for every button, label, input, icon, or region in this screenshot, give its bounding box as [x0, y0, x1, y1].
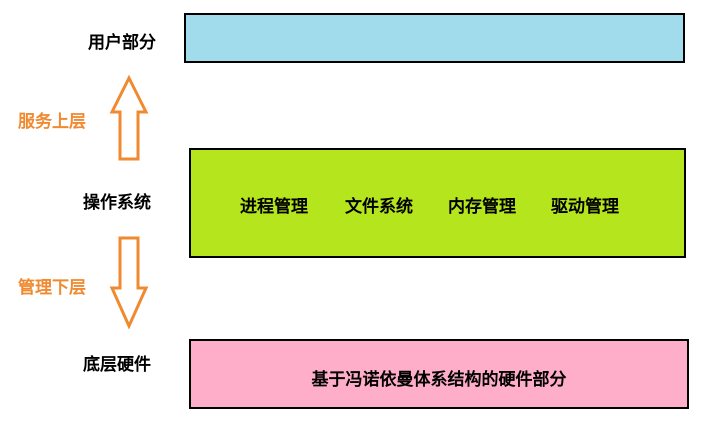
user-layer-box — [184, 13, 685, 63]
manage-lower-label: 管理下层 — [18, 278, 86, 298]
os-module-filesystem: 文件系统 — [345, 197, 413, 217]
hardware-layer-box: 基于冯诺依曼体系结构的硬件部分 — [189, 339, 689, 409]
hardware-description: 基于冯诺依曼体系结构的硬件部分 — [311, 370, 567, 390]
os-layer-box: 进程管理 文件系统 内存管理 驱动管理 — [189, 148, 686, 258]
os-module-memory: 内存管理 — [448, 197, 516, 217]
os-layer-label: 操作系统 — [83, 193, 151, 213]
down-arrow-icon — [109, 236, 149, 330]
os-module-driver: 驱动管理 — [551, 197, 619, 217]
serve-upper-label: 服务上层 — [18, 112, 86, 132]
os-module-process: 进程管理 — [240, 197, 308, 217]
up-arrow-icon — [109, 74, 149, 161]
hardware-layer-label: 底层硬件 — [83, 355, 151, 375]
user-layer-label: 用户部分 — [88, 33, 156, 53]
